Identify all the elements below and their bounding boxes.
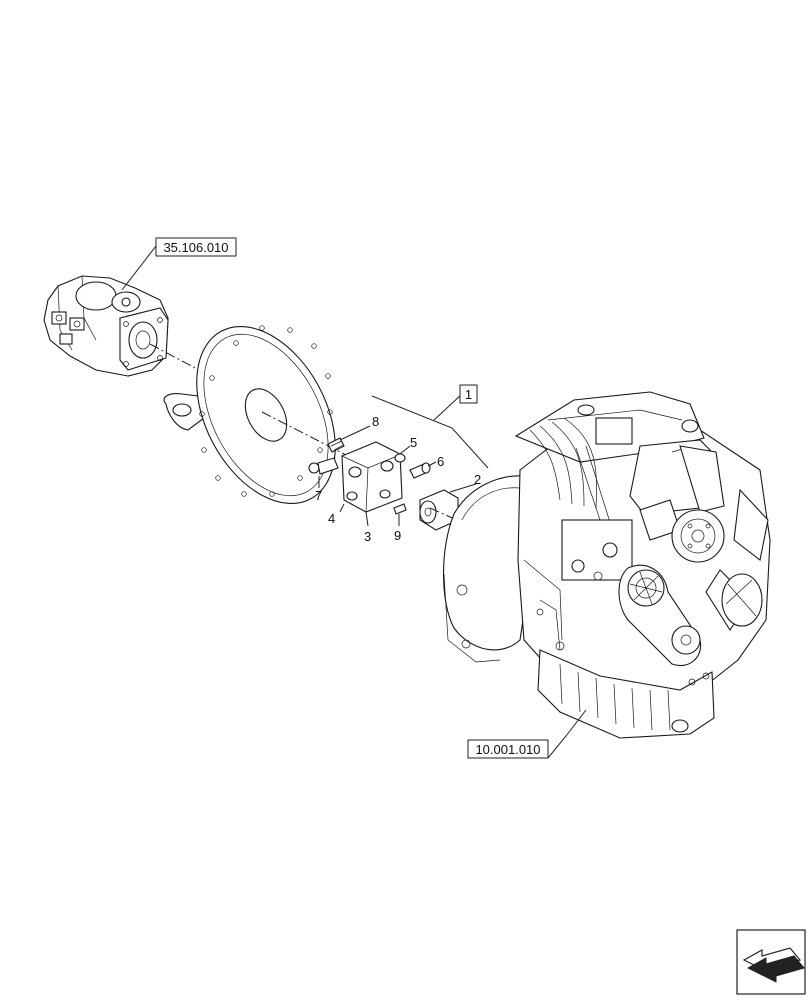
item-label-2: 2 <box>474 472 481 487</box>
part-5-washer[interactable] <box>394 445 411 463</box>
item-label-9: 9 <box>394 528 401 543</box>
part-6-screw[interactable] <box>409 461 437 479</box>
item-label-3: 3 <box>364 529 371 544</box>
item-label-8: 8 <box>372 414 379 429</box>
cooling-fan <box>639 445 769 632</box>
assembly-callout-number: 1 <box>465 387 472 402</box>
item-label-4: 4 <box>328 511 335 526</box>
diesel-engine[interactable] <box>443 391 771 739</box>
flywheel-bolt-holes <box>199 325 333 497</box>
prev-arrow-icon[interactable] <box>736 929 806 995</box>
hydraulic-pump[interactable] <box>43 275 169 377</box>
part-9-pin[interactable] <box>393 503 407 526</box>
item-label-5: 5 <box>410 435 417 450</box>
pump-reference-label[interactable]: 35.106.010 <box>121 237 237 291</box>
part-2-hub[interactable] <box>419 483 477 531</box>
assembly-callout[interactable]: 1 <box>371 384 489 469</box>
centerline-flywheel-coupling <box>261 411 353 459</box>
part-8-pin[interactable] <box>327 425 371 453</box>
item-label-7: 7 <box>315 488 322 503</box>
part-3-coupling[interactable] <box>341 441 403 513</box>
part-7-bolt[interactable] <box>308 457 339 488</box>
engine-reference-text: 10.001.010 <box>475 742 540 757</box>
pump-reference-text: 35.106.010 <box>163 240 228 255</box>
engine-reference-label[interactable]: 10.001.010 <box>467 709 587 759</box>
item-label-6: 6 <box>437 454 444 469</box>
flywheel-housing-plate[interactable] <box>163 303 364 527</box>
